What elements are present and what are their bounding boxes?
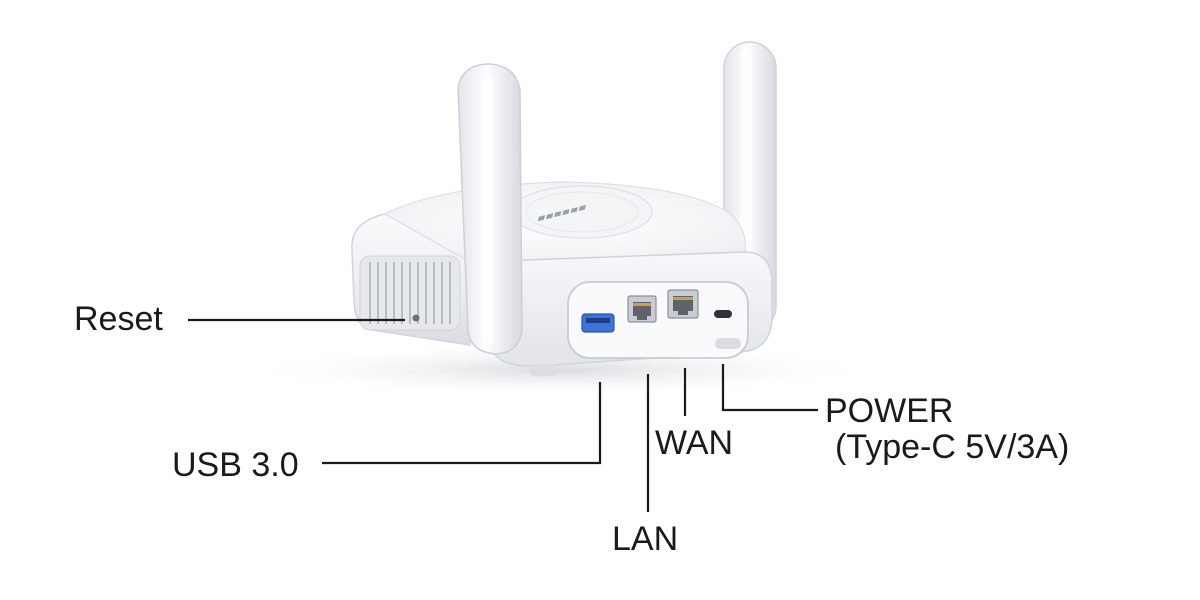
- wan-port-icon: [667, 289, 699, 319]
- port-panel: [567, 281, 749, 359]
- left-antenna: [457, 63, 523, 355]
- power-port-icon: [714, 310, 732, 318]
- usb-leader-line: [322, 382, 602, 465]
- wan-label: WAN: [655, 424, 734, 462]
- side-vent: [359, 255, 461, 331]
- power-label: POWER: [825, 392, 954, 430]
- power-spec-label: (Type-C 5V/3A): [835, 428, 1070, 466]
- leader-lines: [188, 318, 818, 512]
- power-leader-line: [721, 364, 818, 412]
- usb-port-icon: [581, 313, 615, 333]
- usb-label: USB 3.0: [172, 446, 299, 484]
- lan-label: LAN: [612, 520, 679, 558]
- lan-port-icon: [627, 295, 657, 323]
- reset-hole-icon: [412, 314, 420, 322]
- reset-label: Reset: [74, 300, 163, 338]
